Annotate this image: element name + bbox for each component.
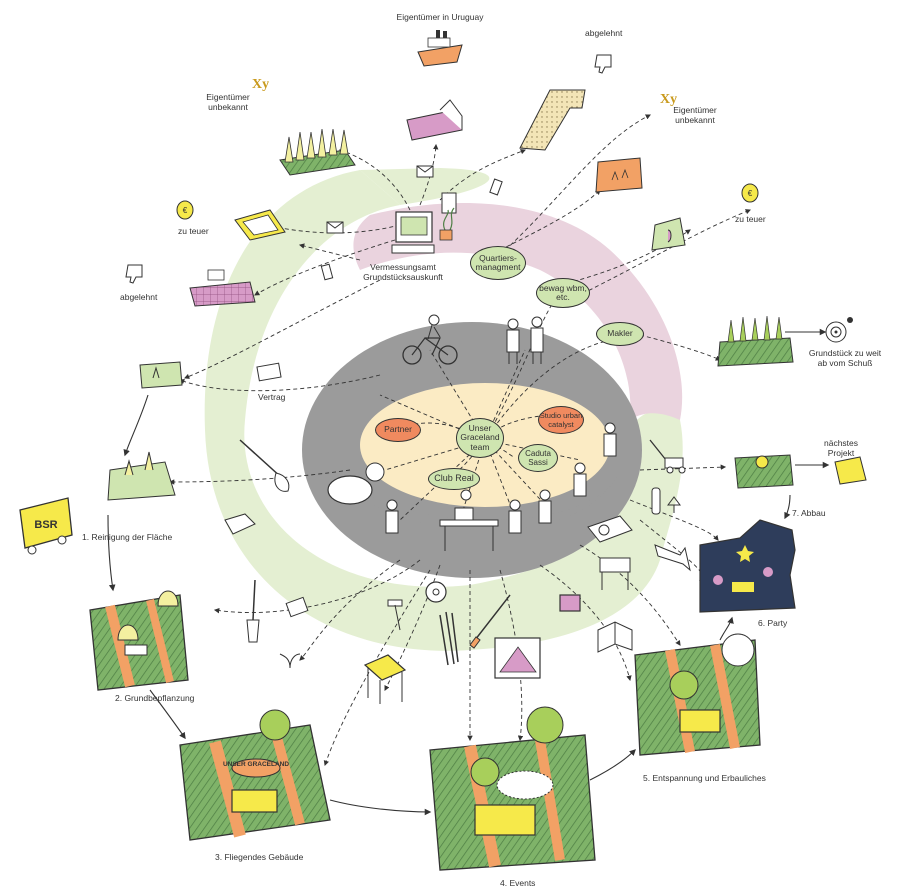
label-too-expensive-left: zu teuer — [178, 226, 209, 236]
ship-icon — [417, 30, 463, 67]
thumbs-down-icon — [594, 54, 612, 74]
label-rejected-left: abgelehnt — [120, 292, 158, 302]
label-owner-unknown-left: Eigentümer unbekannt — [206, 92, 250, 112]
people-figures — [506, 316, 544, 364]
thumbs-down-icon — [125, 264, 143, 284]
envelope-icon — [416, 165, 434, 178]
label-owner-unknown-right: Eigentümer unbekannt — [673, 105, 717, 125]
tent-painting-icon — [494, 637, 541, 679]
target-icon — [825, 317, 853, 343]
svg-text:€: € — [183, 206, 188, 215]
plot-uruguay — [406, 99, 463, 141]
plot-too-expensive-left — [234, 209, 286, 241]
seedling-icon — [279, 653, 301, 669]
plot-too-far — [717, 315, 794, 367]
bsr-container — [19, 497, 73, 555]
tv-icon — [559, 594, 581, 612]
plot-too-expensive-right — [651, 217, 686, 251]
phone-icon — [489, 178, 503, 196]
step1-plot — [107, 451, 176, 501]
step2-plot — [89, 590, 189, 691]
xy-mark-right: Xy — [660, 92, 677, 107]
next-project-box — [834, 456, 867, 485]
book-icon — [597, 621, 633, 653]
step-3-label: 3. Fliegendes Gebäude — [215, 852, 304, 862]
label-surveying-office: Vermessungsamt Grundstücksauskunft — [363, 262, 443, 282]
core-caduta: Caduta Sassi — [518, 444, 558, 472]
computer-icon — [391, 192, 457, 254]
actor-quartiersmanagment: Quartiers-managment — [470, 246, 526, 280]
phone-icon — [320, 263, 334, 281]
glove-icon — [224, 513, 256, 535]
laptop-table — [439, 489, 499, 551]
bicycle-icon — [402, 314, 458, 365]
plot-rejected-top — [519, 89, 586, 151]
euro-bag-icon: € — [176, 200, 194, 220]
actor-bewag: bewag wbm, etc. — [536, 278, 590, 308]
step-4-label: 4. Events — [500, 878, 536, 888]
bottle-icon — [651, 487, 681, 515]
newspaper-icon — [256, 362, 282, 382]
plot-owner-unknown-right — [595, 157, 643, 193]
label-contract: Vertrag — [258, 392, 286, 402]
plot-rejected-left — [189, 269, 256, 307]
xy-mark-left: Xy — [252, 77, 269, 92]
shovel-icon — [239, 439, 290, 492]
svg-text:€: € — [748, 189, 753, 198]
core-partner: Partner — [375, 418, 421, 442]
step-1-label: 1. Reinigung der Fläche — [82, 532, 173, 542]
step4-plot — [429, 706, 596, 871]
turntable-icon — [587, 515, 633, 543]
step-6-label: 6. Party — [758, 618, 788, 628]
people-figures — [385, 422, 617, 534]
euro-bag-icon: € — [741, 183, 759, 203]
chair-table-icon — [599, 557, 631, 590]
step7-plot — [734, 454, 794, 489]
label-rejected-top: abgelehnt — [585, 28, 623, 38]
label-too-far: Grundstück zu weit ab vom Schuß — [808, 348, 882, 368]
hammer-icon — [387, 599, 403, 631]
step5-plot — [634, 633, 761, 756]
plot-owner-unknown-left — [279, 128, 356, 176]
yellow-tent-icon — [363, 654, 407, 704]
step-7-label: 7. Abbau — [792, 508, 826, 518]
step-2-label: 2. Grundbepflanzung — [115, 693, 195, 703]
step6-party — [699, 519, 796, 613]
core-team: Unser Graceland team — [456, 418, 504, 458]
core-studio: Studio urban catalyst — [538, 406, 584, 434]
label-too-expensive-right: zu teuer — [735, 214, 766, 224]
core-club-real: Club Real — [428, 468, 480, 490]
label-owner-uruguay: Eigentümer in Uruguay — [396, 12, 484, 22]
wooden-poles-icon — [439, 611, 459, 666]
unser-graceland-sign: UNSER GRACELAND — [223, 761, 289, 768]
paintbrush-icon — [469, 594, 511, 649]
trumpet-icon — [654, 544, 691, 572]
pink-actor-band — [353, 202, 683, 420]
step-5-label: 5. Entspannung und Erbauliches — [643, 773, 766, 783]
calculator-icon — [285, 596, 309, 618]
plot-contract — [139, 361, 183, 389]
step-arrows — [107, 328, 830, 816]
step3-plot — [179, 709, 331, 841]
lawnmower-icon — [649, 439, 686, 474]
sheep-figure — [327, 462, 385, 505]
bsr-label: BSR — [34, 519, 57, 531]
saw-blade-icon — [425, 581, 447, 603]
shovel-icon — [246, 579, 260, 643]
label-next-project: nächstes Projekt — [823, 438, 859, 458]
actor-makler: Makler — [596, 322, 644, 346]
envelope-icon — [326, 221, 344, 234]
